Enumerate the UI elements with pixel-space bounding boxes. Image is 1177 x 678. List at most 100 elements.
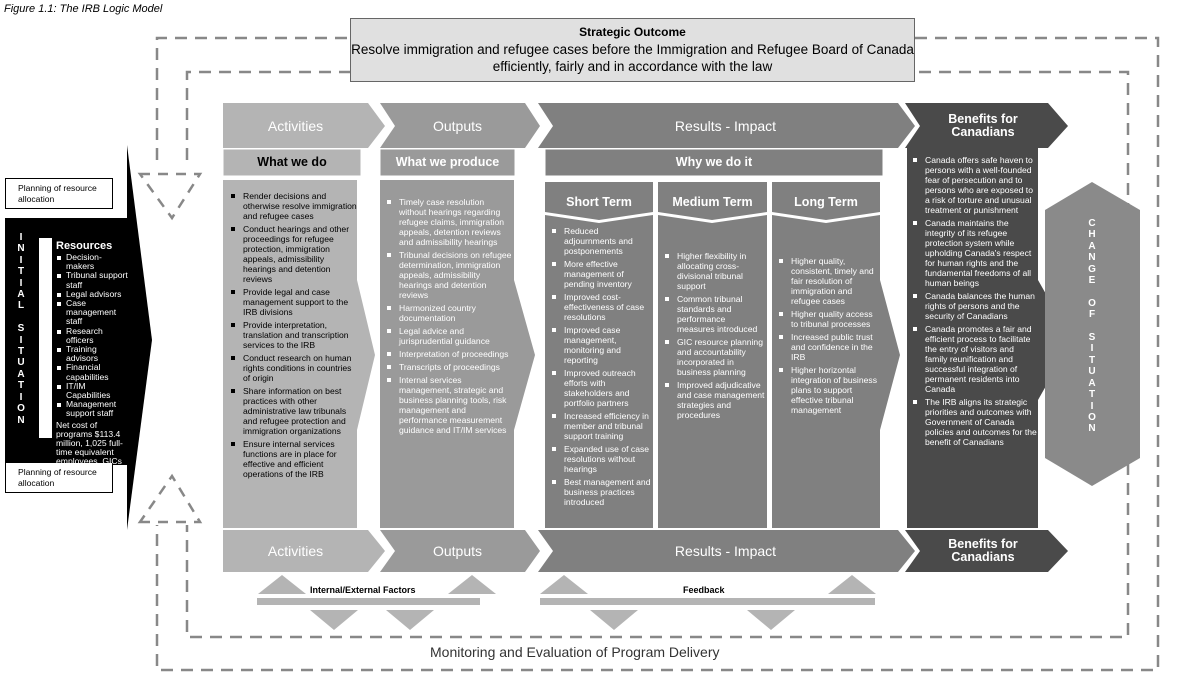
benefits-list: Canada offers safe haven to persons with… — [911, 155, 1037, 450]
list-item: Conduct research on human rights conditi… — [229, 353, 359, 383]
list-item: Higher horizontal integration of busines… — [777, 365, 879, 415]
list-item: Increased public trust and confidence in… — [777, 332, 879, 362]
list-item: Improved outreach efforts with stakehold… — [550, 368, 652, 408]
list-item: Common tribunal standards and performanc… — [663, 294, 765, 334]
list-item: Share information on best practices with… — [229, 386, 359, 436]
activities-arrow-bottom — [223, 530, 385, 572]
net-cost: Net cost of programs $113.4 million, 1,0… — [56, 419, 123, 467]
short-term-column — [545, 182, 653, 528]
flow-label-results-bottom: Results - Impact — [674, 543, 777, 559]
benefits-arrow-bottom — [905, 530, 1068, 572]
initial-situation-arrow — [127, 145, 152, 530]
outputs-arrow-top — [380, 103, 540, 148]
medium-term-column — [658, 182, 767, 528]
list-item: Financial capabilities — [56, 363, 128, 381]
list-item: Interpretation of proceedings — [385, 349, 513, 359]
outputs-arrow-bottom — [380, 530, 540, 572]
list-item: Canada promotes a fair and efficient pro… — [911, 324, 1037, 394]
flow-label-benefits-bottom: Benefits for Canadians — [948, 537, 1018, 564]
list-item: Provide legal and case management suppor… — [229, 287, 359, 317]
vertical-text: I N I T I A L S I T U A T I O N — [17, 232, 25, 426]
activities-arrow-top — [223, 103, 385, 148]
planning-resource-allocation-top: Planning of resource allocation — [5, 178, 113, 209]
flow-label-activities-bottom: Activities — [267, 543, 324, 559]
list-item: Legal advice and jurisprudential guidanc… — [385, 326, 513, 346]
up-arrow-dashed — [137, 473, 203, 524]
list-item: Tribunal decisions on refugee determinat… — [385, 250, 513, 300]
list-item: Canada maintains the integrity of its re… — [911, 218, 1037, 288]
list-item: The IRB aligns its strategic priorities … — [911, 397, 1037, 447]
list-item: Canada offers safe haven to persons with… — [911, 155, 1037, 215]
monitoring-evaluation-label: Monitoring and Evaluation of Program Del… — [430, 644, 720, 660]
list-item: Improved cost-effectiveness of case reso… — [550, 292, 652, 322]
list-item: Timely case resolution without hearings … — [385, 197, 513, 247]
list-item: Improved adjudicative and case managemen… — [663, 380, 765, 420]
results-arrow-top — [538, 103, 915, 148]
list-item: Research officers — [56, 326, 128, 345]
strategic-outcome-box: Strategic Outcome Resolve immigration an… — [350, 18, 915, 82]
figure-title: Figure 1.1: The IRB Logic Model — [4, 3, 163, 15]
list-item: Conduct hearings and other proceedings f… — [229, 224, 359, 284]
results-heading: Why we do it — [675, 155, 753, 169]
flow-label-activities: Activities — [267, 118, 324, 134]
flow-label-results: Results - Impact — [674, 118, 777, 134]
flow-label-outputs: Outputs — [432, 118, 483, 134]
benefits-arrow-top — [905, 103, 1068, 148]
medium-term-list: Higher flexibility in allocating cross-d… — [663, 251, 765, 423]
list-item: Internal services management, strategic … — [385, 375, 513, 435]
short-term-heading: Short Term — [566, 195, 632, 209]
list-item: Best management and business practices i… — [550, 477, 652, 507]
change-of-situation-label: C H A N G E O F S I T U A T I O N — [1085, 218, 1099, 435]
factor-triangles — [258, 575, 876, 630]
list-item: Harmonized country documentation — [385, 303, 513, 323]
strategic-outcome-heading: Strategic Outcome — [579, 25, 686, 39]
list-item: GIC resource planning and accountability… — [663, 337, 765, 377]
list-item: Canada balances the human rights of pers… — [911, 291, 1037, 321]
list-item: IT/IM Capabilities — [56, 381, 128, 400]
list-item: Decision-makers — [56, 252, 128, 271]
strategic-outcome-text: Resolve immigration and refugee cases be… — [351, 42, 914, 74]
list-item: More effective management of pending inv… — [550, 259, 652, 289]
internal-external-factors-label: Internal/External Factors — [310, 585, 416, 595]
list-item: Case management staff — [56, 298, 128, 327]
long-term-column — [772, 182, 900, 528]
benefits-column — [907, 148, 1072, 528]
outputs-heading: What we produce — [395, 155, 500, 169]
medium-term-heading: Medium Term — [672, 195, 753, 209]
list-item: Higher flexibility in allocating cross-d… — [663, 251, 765, 291]
list-item: Reduced adjournments and postponements — [550, 226, 652, 256]
list-item: Management support staff — [56, 400, 128, 418]
list-item: Ensure internal services functions are i… — [229, 439, 359, 479]
activities-heading: What we do — [257, 155, 327, 169]
list-item: Render decisions and otherwise resolve i… — [229, 191, 359, 221]
activities-column — [223, 180, 375, 528]
feedback-label: Feedback — [683, 585, 725, 595]
list-item: Tribunal support staff — [56, 271, 128, 289]
change-of-situation-arrow — [1045, 182, 1140, 486]
list-item: Transcripts of proceedings — [385, 362, 513, 372]
long-term-heading: Long Term — [794, 195, 858, 209]
planning-resource-allocation-bottom: Planning of resource allocation — [5, 462, 113, 493]
down-arrow-dashed — [137, 172, 203, 221]
list-item: Higher quality access to tribunal proces… — [777, 309, 879, 329]
outputs-column — [380, 180, 535, 528]
list-item: Expanded use of case resolutions without… — [550, 444, 652, 474]
flow-label-outputs-bottom: Outputs — [432, 543, 483, 559]
list-item: Improved case management, monitoring and… — [550, 325, 652, 365]
flow-label-benefits: Benefits for Canadians — [948, 112, 1018, 139]
activities-list: Render decisions and otherwise resolve i… — [229, 191, 359, 482]
list-item: Increased efficiency in member and tribu… — [550, 411, 652, 441]
long-term-list: Higher quality, consistent, timely and f… — [777, 256, 879, 418]
outputs-list: Timely case resolution without hearings … — [385, 197, 513, 438]
list-item: Higher quality, consistent, timely and f… — [777, 256, 879, 306]
results-arrow-bottom — [538, 530, 915, 572]
list-item: Legal advisors — [56, 289, 128, 299]
list-item: Provide interpretation, translation and … — [229, 320, 359, 350]
resources-heading: Resources — [56, 240, 113, 252]
vertical-text: C H A N G E O F S I T U A T I O N — [1088, 218, 1096, 435]
list-item: Training advisors — [56, 344, 128, 363]
